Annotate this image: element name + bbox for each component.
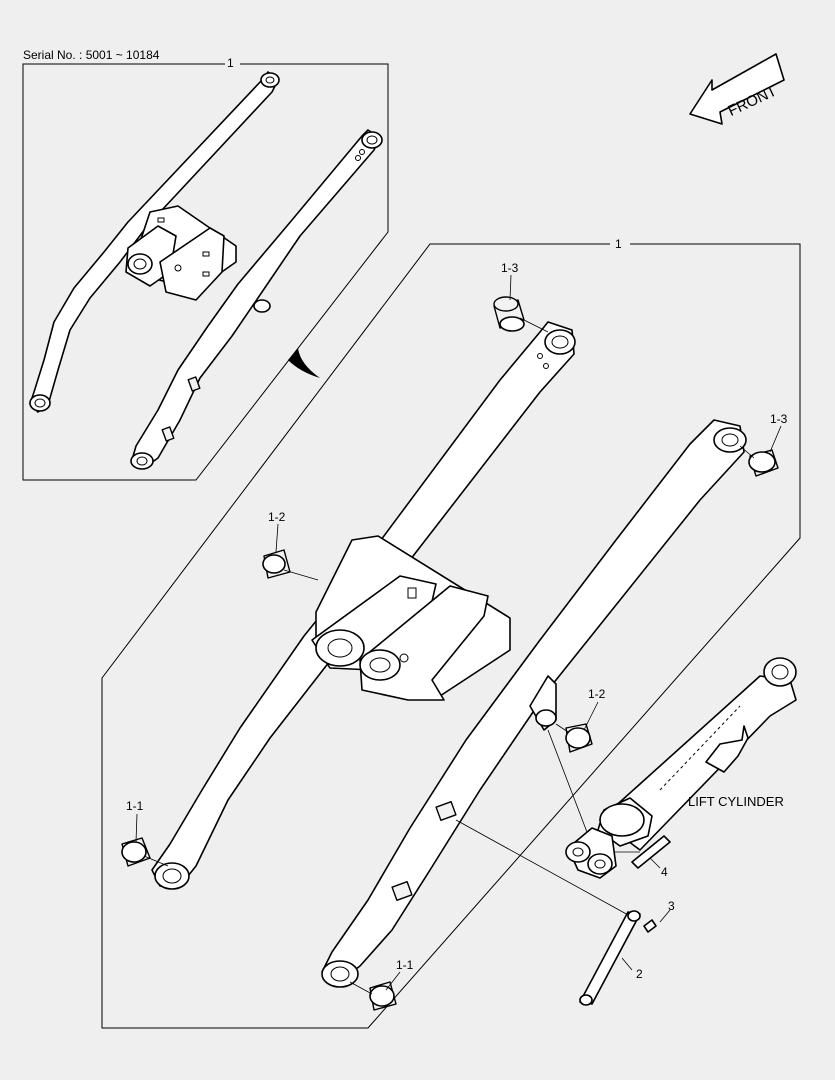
left-arm-top-boss: [544, 329, 576, 355]
serial-number-text: Serial No. : 5001 ~ 10184: [23, 48, 160, 62]
bushing-1-1-bottom-right: [369, 981, 397, 1011]
right-arm-stud-upper: [435, 800, 457, 822]
callout-1-3-top-left: 1-3: [501, 261, 519, 275]
inset-frame: [22, 63, 389, 481]
callout-1-1-bottom-right: 1-1: [396, 958, 414, 972]
inset-right-bracket: [159, 227, 225, 301]
lift-cylinder: [565, 657, 797, 879]
right-arm-top-boss: [713, 427, 747, 453]
inset-callout-1: 1: [227, 56, 234, 70]
bolt-3: [643, 919, 657, 933]
pin-4: [631, 835, 671, 869]
bushing-1-2-mid-left: [262, 549, 291, 579]
inset-left-arm-bottom-boss: [29, 394, 51, 412]
lift-cylinder-label: LIFT CYLINDER: [688, 794, 784, 809]
callout-2: 2: [636, 967, 643, 981]
callout-4: 4: [661, 865, 668, 879]
callout-1-2-mid-left: 1-2: [268, 510, 286, 524]
pin-link-2: [579, 911, 641, 1005]
right-arm-stud-lower: [391, 880, 413, 902]
inset-stud-lower: [161, 426, 175, 442]
right-bracket-bore: [359, 649, 401, 681]
callout-1-3-top-right: 1-3: [770, 412, 788, 426]
inset-right-arm-top-boss: [361, 131, 383, 149]
bushing-1-1-bottom-left: [121, 837, 151, 867]
front-arrow-shape: [689, 53, 785, 125]
inset-stud-upper: [187, 376, 201, 392]
bushing-1-3-top-right: [748, 449, 779, 477]
right-boom-arm: [321, 419, 747, 988]
front-direction-arrow: FRONT: [689, 53, 785, 125]
inset-right-arm-bottom-boss: [130, 452, 154, 470]
inset-detail-arrow: [288, 348, 320, 378]
right-arm-lug-bore: [535, 709, 557, 727]
cylinder-collar: [599, 803, 645, 837]
cylinder-body: [599, 675, 797, 851]
callout-1-1-bottom-left: 1-1: [126, 799, 144, 813]
main-frame: [101, 243, 801, 1029]
left-bracket-bore: [315, 629, 365, 667]
inset-assembly-view: 1: [22, 56, 389, 481]
bushing-1-2-mid-right: [565, 723, 593, 753]
left-arm-bottom-boss: [154, 862, 190, 890]
inset-arm-bore: [253, 299, 271, 313]
callout-1-2-mid-right: 1-2: [588, 687, 606, 701]
inset-left-arm-top-boss: [260, 72, 280, 88]
cross-tube-assembly: [311, 535, 511, 701]
bushing-1-3-top-left: [493, 296, 525, 332]
cylinder-rod-eye: [763, 657, 797, 687]
main-callout-1: 1: [615, 237, 622, 251]
inset-bracket-bore: [127, 253, 153, 275]
cylinder-bracket: [705, 725, 749, 773]
leader-lines: [135, 274, 782, 995]
right-arm-bottom-boss: [321, 960, 359, 988]
callout-3: 3: [668, 899, 675, 913]
